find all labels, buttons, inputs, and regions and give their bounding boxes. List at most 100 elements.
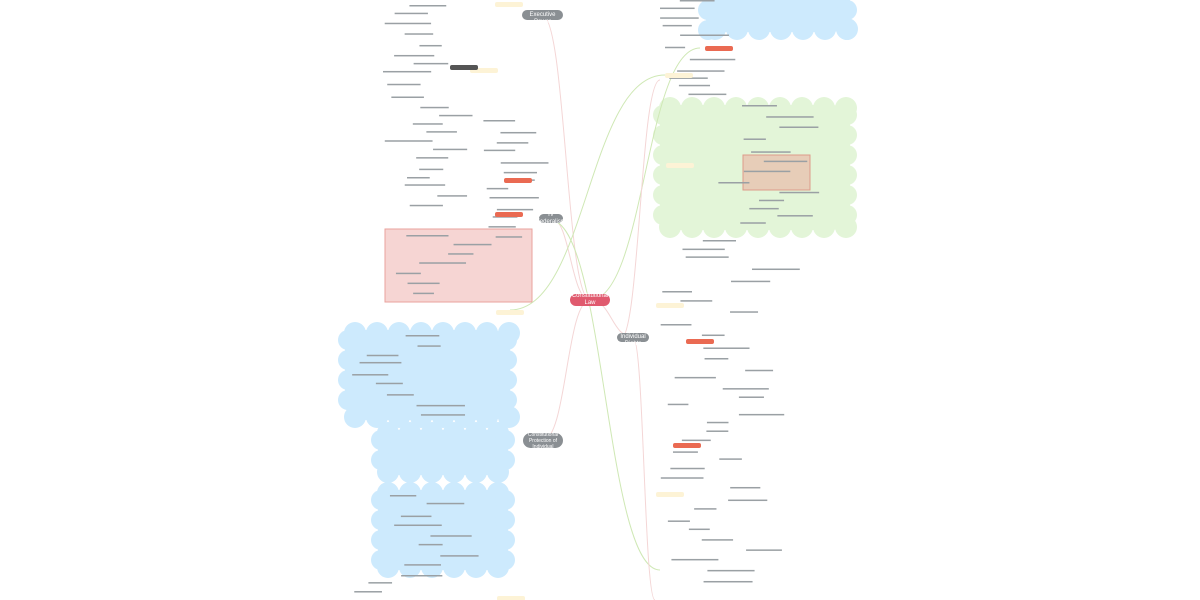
subtopic-text: [395, 272, 421, 275]
subtopic-text: [440, 555, 479, 557]
branch-constitutional-protection[interactable]: V Constitutional Protection of Individua…: [523, 426, 563, 456]
subtopic-text: [384, 140, 433, 142]
subtopic-text: [743, 138, 766, 140]
subtopic-text: [416, 157, 449, 159]
subtopic-text: [394, 524, 442, 527]
blue-cloud-bump: [476, 406, 498, 428]
subtopic-text: [413, 292, 434, 295]
subtopic-text: [495, 236, 523, 238]
subtopic-text: [660, 324, 692, 326]
subtopic-text: [387, 83, 421, 86]
subtopic-text: [496, 208, 534, 211]
subtopic-text: [745, 369, 774, 372]
blue-cloud-bump: [421, 556, 443, 578]
connector: [632, 336, 656, 600]
green-cloud-bump: [837, 125, 857, 145]
blue-cloud-bump: [498, 406, 520, 428]
subtopic-text: [409, 204, 443, 207]
subtopic-text: [503, 171, 537, 174]
connector: [541, 14, 591, 301]
green-cloud-bump: [681, 216, 703, 238]
blue-cloud: [378, 490, 508, 570]
green-cloud-bump: [653, 205, 673, 225]
subtopic-text: [426, 502, 465, 505]
subtopic-text: [681, 439, 711, 442]
subtopic-text: [660, 7, 695, 10]
subtopic-text: [660, 17, 699, 19]
connector: [589, 47, 701, 301]
subtopic-text: [674, 376, 716, 379]
subtopic-text: [419, 44, 442, 47]
subtopic-text: [400, 515, 432, 518]
subtopic-text: [749, 207, 779, 210]
subtopic-text: [702, 240, 736, 242]
subtopic-text: [413, 62, 449, 65]
topic-tag: [686, 339, 714, 344]
green-cloud-bump: [653, 165, 673, 185]
subtopic-text: [391, 96, 424, 99]
brown-box: [742, 154, 811, 191]
blue-cloud-bump: [371, 450, 391, 470]
subtopic-text: [742, 105, 777, 107]
blue-cloud-bump: [399, 461, 421, 483]
green-cloud-bump: [681, 97, 703, 119]
green-cloud-bump: [791, 97, 813, 119]
subtopic-text: [420, 106, 449, 109]
subtopic-text: [448, 253, 474, 255]
blue-cloud-bump: [465, 482, 487, 504]
subtopic-text: [405, 335, 440, 337]
blue-cloud-bump: [497, 350, 517, 370]
blue-cloud-bump: [338, 350, 358, 370]
topic-tag: [495, 212, 523, 217]
blue-cloud-bump: [698, 0, 718, 20]
topic-tag: [496, 310, 524, 315]
subtopic-text: [662, 291, 692, 293]
subtopic-text: [430, 535, 472, 537]
subtopic-text: [704, 357, 729, 360]
subtopic-text: [419, 262, 467, 264]
green-cloud-bump: [653, 185, 673, 205]
blue-cloud-bump: [495, 530, 515, 550]
subtopic-text: [354, 591, 382, 593]
subtopic-text: [743, 170, 791, 173]
topic-tag: [497, 596, 525, 600]
central-topic[interactable]: Constitutional Law: [570, 293, 610, 306]
subtopic-text: [407, 282, 440, 285]
subtopic-text: [671, 558, 719, 561]
connector: [619, 79, 661, 341]
blue-cloud-bump: [388, 322, 410, 344]
subtopic-text: [412, 123, 443, 125]
blue-cloud-bump: [421, 461, 443, 483]
green-cloud-bump: [837, 205, 857, 225]
branch-federalism[interactable]: IV Federalism: [536, 211, 566, 225]
subtopic-text: [746, 549, 782, 551]
subtopic-text: [500, 162, 549, 164]
subtopic-text: [701, 539, 734, 541]
branch-federal-executive-power[interactable]: III Federal Executive Power: [522, 5, 563, 25]
subtopic-text: [667, 403, 689, 406]
subtopic-text: [688, 528, 710, 531]
subtopic-text: [416, 404, 465, 407]
blue-cloud-bump: [371, 510, 391, 530]
topic-tag: [450, 65, 478, 70]
branch-individual-rights[interactable]: VI Individual Rights: [617, 327, 649, 347]
connector: [550, 217, 591, 301]
connector: [509, 74, 666, 311]
subtopic-text: [420, 414, 466, 416]
blue-cloud-bump: [371, 430, 391, 450]
subtopic-text: [394, 54, 435, 57]
blue-cloud-bump: [371, 530, 391, 550]
green-cloud-bump: [703, 216, 725, 238]
green-cloud-bump: [747, 97, 769, 119]
subtopic-text: [375, 382, 403, 385]
subtopic-text: [500, 131, 537, 134]
subtopic-text: [352, 374, 389, 376]
subtopic-text: [407, 176, 430, 179]
blue-cloud-bump: [465, 556, 487, 578]
blue-cloud-bump: [495, 550, 515, 570]
subtopic-text: [738, 396, 764, 398]
green-cloud-bump: [769, 216, 791, 238]
subtopic-text: [779, 126, 819, 128]
subtopic-text: [680, 34, 729, 37]
